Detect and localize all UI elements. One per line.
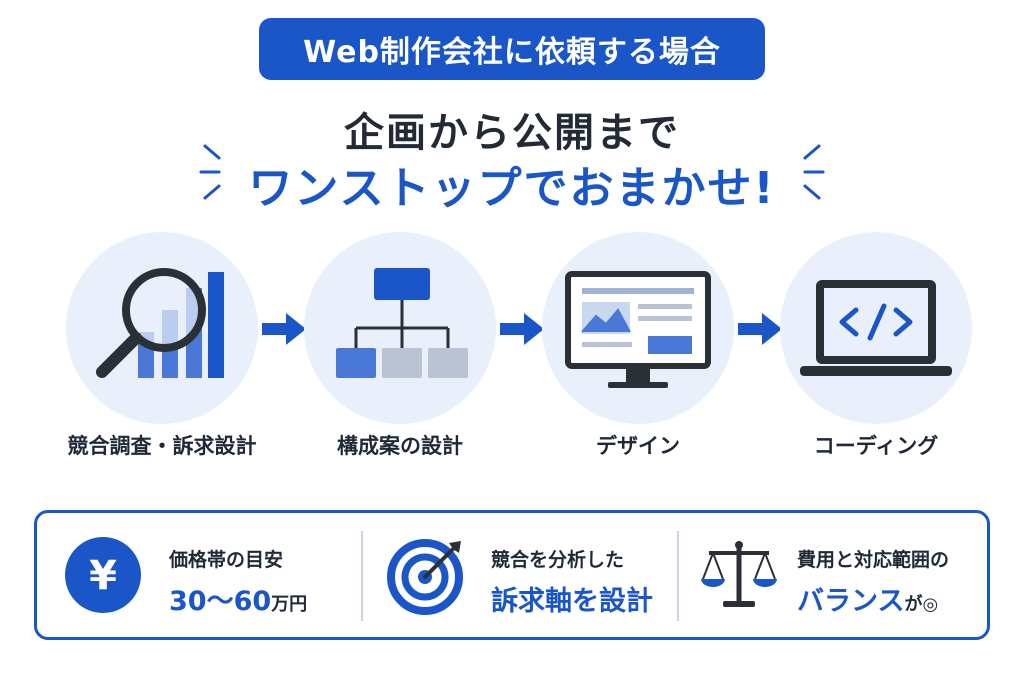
step-label: 競合調査・訴求設計 [67, 434, 257, 458]
feature-panel: ¥ 価格帯の目安 30〜60万円 競合を分析した 訴求軸を設計 [34, 510, 990, 640]
arrow-right-icon [500, 313, 544, 345]
feature-price: ¥ 価格帯の目安 30〜60万円 [37, 513, 357, 637]
feature-line1: 費用と対応範囲の [797, 549, 950, 571]
arrow-right-icon [738, 313, 782, 345]
emphasis-lines-left-icon [199, 144, 221, 200]
price-unit: 万円 [271, 594, 308, 615]
step-label: コーディング [813, 434, 939, 458]
price-range: 30〜60 [169, 586, 272, 617]
monitor-design-icon [565, 271, 711, 388]
balance-scale-icon [701, 541, 777, 607]
step-circle [66, 232, 258, 424]
magnifier-chart-icon [96, 268, 224, 378]
feature-line2: 30〜60万円 [169, 579, 307, 618]
step-circle [542, 232, 734, 424]
balance-suffix: が◎ [904, 594, 939, 615]
step-label: デザイン [596, 434, 680, 458]
step-circle [304, 232, 496, 424]
step-structure-design: 構成案の設計 [304, 232, 496, 458]
step-coding: コーディング [780, 232, 972, 458]
feature-line1: 価格帯の目安 [169, 549, 284, 571]
feature-balance: 費用と対応範囲の バランスが◎ [679, 513, 989, 637]
step-circle [780, 232, 972, 424]
balance-text: バランス [797, 586, 905, 617]
yen-icon: ¥ [65, 537, 141, 613]
step-competitor-research: 競合調査・訴求設計 [66, 232, 258, 458]
header-badge: Web制作会社に依頼する場合 [259, 18, 765, 80]
arrow-right-icon [262, 313, 306, 345]
laptop-code-icon [800, 280, 952, 376]
headline-line1: 企画から公開まで [344, 110, 680, 156]
headline-line2: ワンストップでおまかせ! [248, 163, 776, 214]
divider [361, 531, 363, 621]
target-icon [387, 539, 463, 615]
feature-appeal: 競合を分析した 訴求軸を設計 [363, 513, 673, 637]
emphasis-lines-right-icon [803, 144, 825, 200]
step-label: 構成案の設計 [337, 434, 463, 458]
feature-line2: バランスが◎ [797, 579, 938, 618]
feature-line2: 訴求軸を設計 [491, 586, 653, 617]
divider [677, 531, 679, 621]
step-design: デザイン [542, 232, 734, 458]
feature-line1: 競合を分析した [491, 549, 625, 571]
svg-text:¥: ¥ [89, 553, 117, 599]
sitemap-icon [336, 268, 468, 378]
